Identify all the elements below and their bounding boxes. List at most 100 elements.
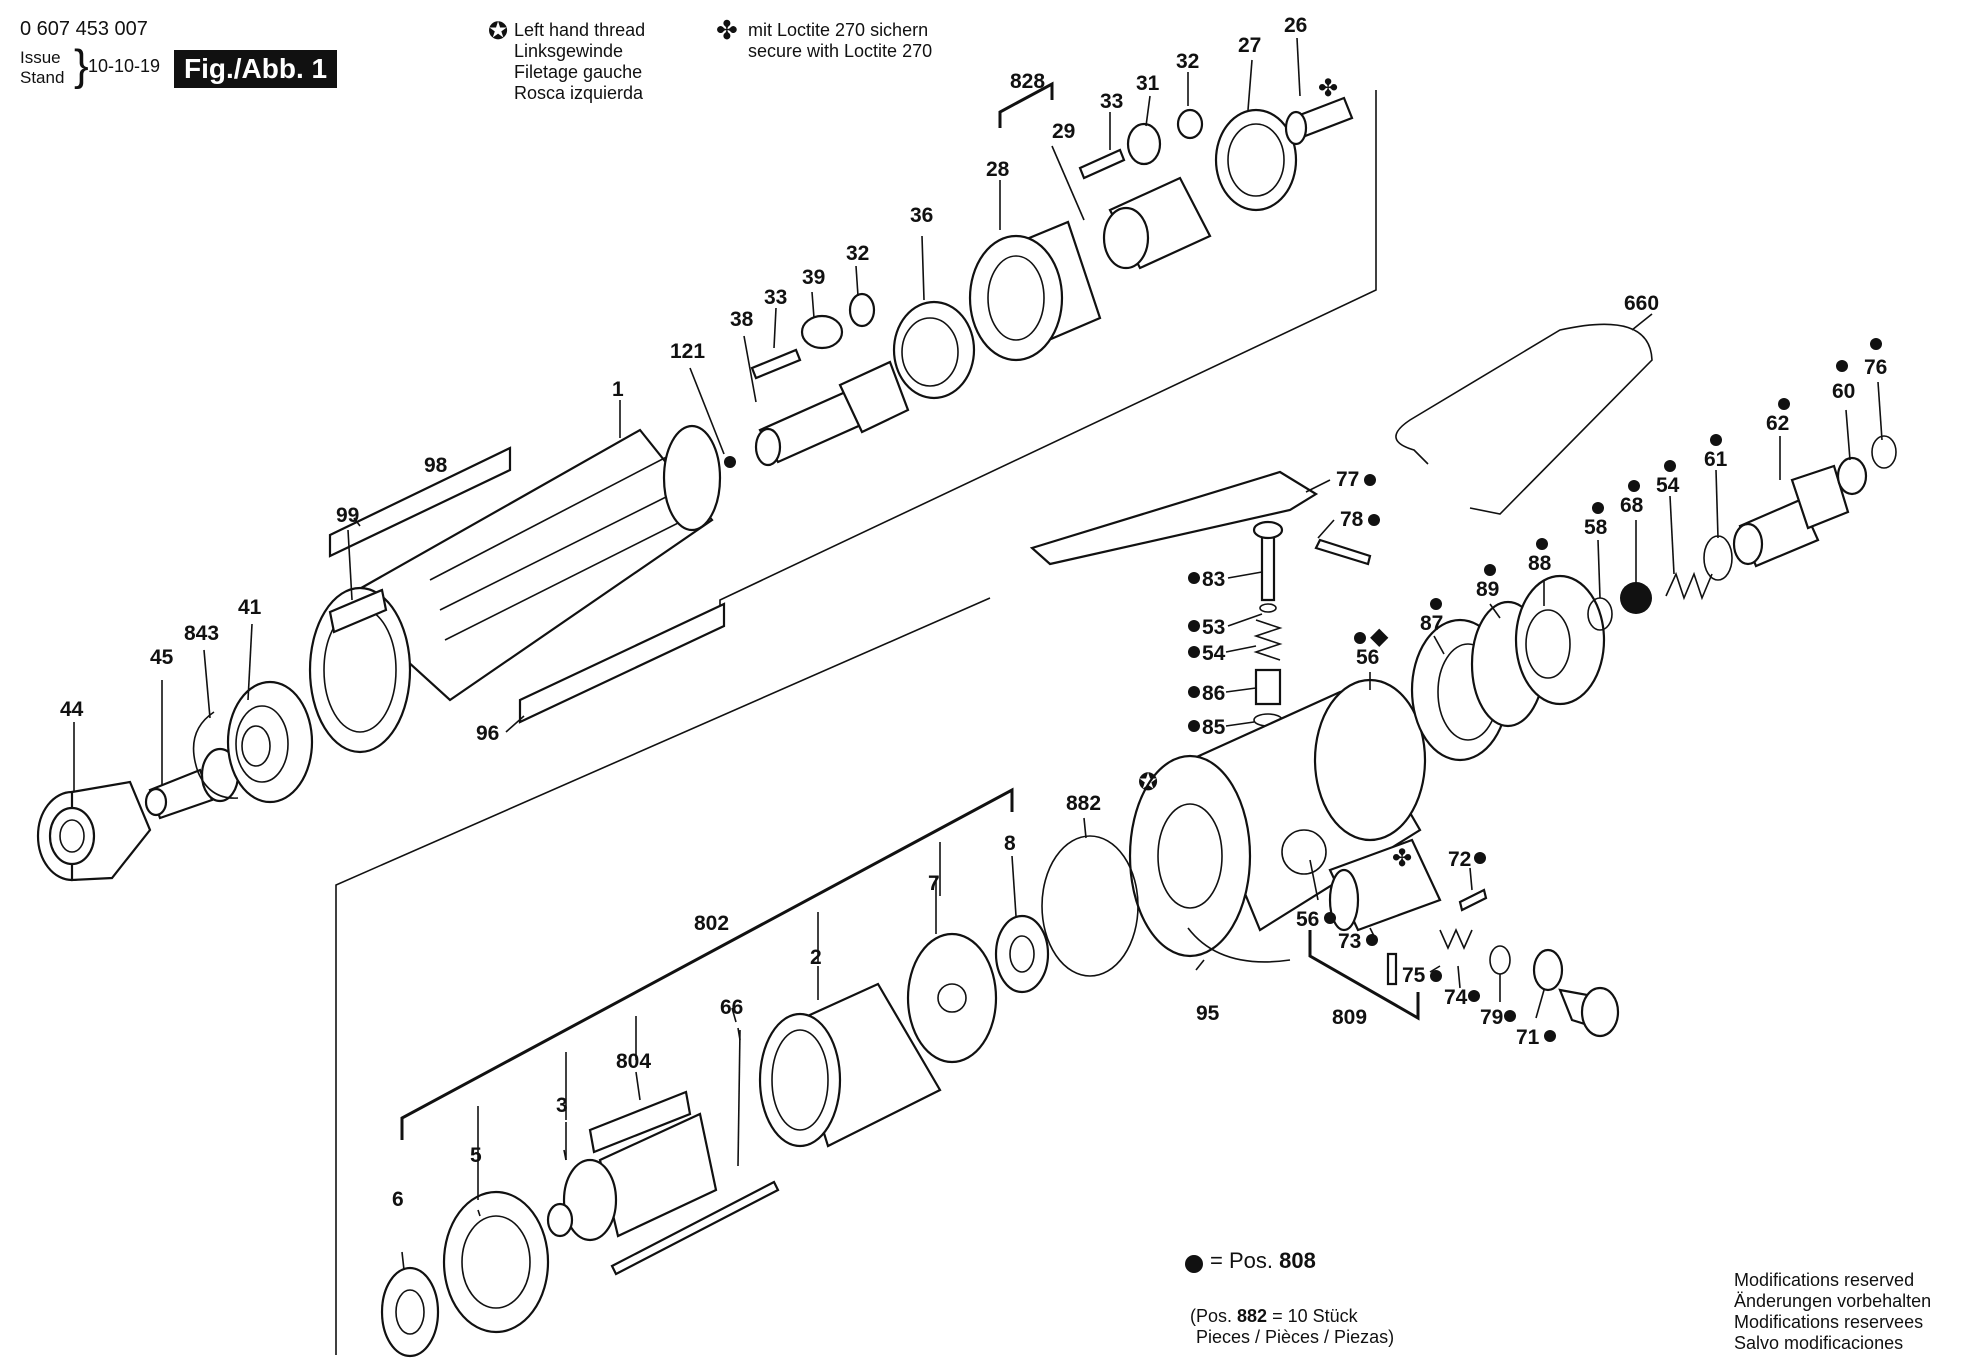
label-56b: 56 bbox=[1296, 908, 1319, 931]
note-prefix: (Pos. bbox=[1190, 1306, 1233, 1326]
part-54-spring bbox=[1253, 619, 1283, 661]
part-28-ring-gear bbox=[968, 220, 1102, 362]
label-843: 843 bbox=[184, 622, 219, 645]
part-7-end-plate bbox=[906, 932, 998, 1064]
issue-date: 10-10-19 bbox=[88, 56, 161, 76]
part-61-o-ring bbox=[1703, 535, 1733, 581]
part-53-o-ring bbox=[1259, 603, 1277, 613]
part-88-ring bbox=[1514, 574, 1606, 706]
part-71-throttle-knob bbox=[1532, 948, 1620, 1038]
label-27: 27 bbox=[1238, 34, 1261, 57]
part-5-end-plate bbox=[442, 1190, 550, 1334]
label-68: 68 bbox=[1620, 494, 1644, 517]
quantity-note: (Pos. 882 = 10 Stück Pieces / Pièces / P… bbox=[1190, 1306, 1394, 1348]
lower-assembly-frame bbox=[335, 597, 991, 1355]
label-62: 62 bbox=[1766, 412, 1789, 435]
label-79: 79 bbox=[1480, 1006, 1503, 1029]
label-33b: 33 bbox=[764, 286, 787, 309]
note-count: = 10 Stück bbox=[1272, 1306, 1358, 1326]
part-39-gear bbox=[800, 314, 844, 350]
part-36-bearing bbox=[892, 300, 976, 400]
issue-brace-icon: } bbox=[74, 41, 89, 90]
label-33a: 33 bbox=[1100, 90, 1123, 113]
label-39: 39 bbox=[802, 266, 825, 289]
modifications-notice: Modifications reserved Änderungen vorbeh… bbox=[1734, 1270, 1931, 1354]
mods-de: Änderungen vorbehalten bbox=[1734, 1291, 1932, 1311]
part-33-pin bbox=[750, 348, 802, 380]
label-7: 7 bbox=[928, 872, 940, 895]
part-26-pinion bbox=[1284, 96, 1354, 146]
loctite-icon: ✤ bbox=[716, 15, 738, 45]
loctite-line-de: mit Loctite 270 sichern bbox=[748, 20, 929, 40]
part-54-spring-upper bbox=[1665, 571, 1713, 601]
part-74-spring bbox=[1439, 928, 1473, 950]
part-62-inlet-nipple bbox=[1732, 464, 1850, 568]
label-71: 71 bbox=[1516, 1026, 1540, 1049]
label-28: 28 bbox=[986, 158, 1010, 181]
lh-line-en: Left hand thread bbox=[514, 20, 646, 40]
part-76-o-ring bbox=[1871, 435, 1897, 469]
part-8-bearing bbox=[994, 914, 1050, 994]
label-86: 86 bbox=[1202, 682, 1225, 705]
part-27-washer bbox=[1214, 108, 1298, 212]
label-44: 44 bbox=[60, 698, 84, 721]
issue-label-de: Stand bbox=[20, 68, 65, 87]
label-66: 66 bbox=[720, 996, 743, 1019]
part-73-throttle-sleeve bbox=[1328, 838, 1442, 932]
part-804-rotor-blade bbox=[588, 1090, 692, 1154]
label-58: 58 bbox=[1584, 516, 1608, 539]
part-95-shell bbox=[1187, 927, 1291, 963]
label-41: 41 bbox=[238, 596, 262, 619]
dot-legend: = Pos. 808 bbox=[1190, 1248, 1316, 1274]
part-56-valve-body bbox=[1128, 678, 1427, 958]
lh-line-de: Linksgewinde bbox=[514, 41, 624, 61]
label-38: 38 bbox=[730, 308, 754, 331]
part-72-pin bbox=[1458, 888, 1488, 912]
bracket-809 bbox=[1308, 930, 1420, 1021]
label-54a: 54 bbox=[1656, 474, 1680, 497]
part-78-pin bbox=[1314, 538, 1372, 566]
label-802: 802 bbox=[694, 912, 729, 935]
label-26: 26 bbox=[1284, 14, 1307, 37]
left-hand-thread-legend: Left hand thread Linksgewinde Filetage g… bbox=[514, 20, 645, 104]
label-828: 828 bbox=[1010, 70, 1045, 93]
loctite-line-en: secure with Loctite 270 bbox=[748, 41, 933, 61]
label-95: 95 bbox=[1196, 1002, 1220, 1025]
label-1: 1 bbox=[612, 378, 624, 401]
label-2: 2 bbox=[810, 946, 822, 969]
loctite-marker-73-icon: ✤ bbox=[1392, 844, 1412, 872]
part-121-ball bbox=[724, 456, 736, 468]
part-38-spindle bbox=[754, 360, 910, 467]
label-60: 60 bbox=[1832, 380, 1855, 403]
part-99-label-plate bbox=[328, 588, 388, 634]
label-89: 89 bbox=[1476, 578, 1499, 601]
label-77: 77 bbox=[1336, 468, 1359, 491]
left-hand-thread-marker-icon: ✪ bbox=[1138, 768, 1158, 796]
dot-legend-prefix: = Pos. bbox=[1210, 1248, 1273, 1273]
label-85: 85 bbox=[1202, 716, 1226, 739]
leader-lines bbox=[73, 37, 1883, 1271]
note-pos: 882 bbox=[1237, 1306, 1268, 1326]
part-29-planet-carrier bbox=[1102, 176, 1212, 270]
label-121: 121 bbox=[670, 340, 705, 363]
label-54b: 54 bbox=[1202, 642, 1226, 665]
dot-legend-value: 808 bbox=[1279, 1248, 1316, 1273]
label-83: 83 bbox=[1202, 568, 1225, 591]
lh-line-fr: Filetage gauche bbox=[514, 62, 643, 82]
part-31-gear bbox=[1126, 122, 1162, 166]
part-32-needle-bearing-upper bbox=[1176, 108, 1204, 140]
lh-line-es: Rosca izquierda bbox=[514, 83, 644, 103]
part-1-housing bbox=[308, 424, 722, 754]
label-98: 98 bbox=[424, 454, 448, 477]
label-809: 809 bbox=[1332, 1006, 1367, 1029]
part-labels: 26 27 32 31 33 828 29 28 36 32 39 33 38 … bbox=[60, 14, 1887, 1211]
diamond-marker-56-icon: ◆ bbox=[1370, 622, 1389, 650]
part-843-retaining-ring bbox=[192, 711, 239, 799]
label-99: 99 bbox=[336, 504, 359, 527]
part-44-inlet-fitting bbox=[36, 780, 152, 882]
label-74: 74 bbox=[1444, 986, 1468, 1009]
label-36: 36 bbox=[910, 204, 933, 227]
label-87: 87 bbox=[1420, 612, 1443, 635]
label-32a: 32 bbox=[1176, 50, 1199, 73]
